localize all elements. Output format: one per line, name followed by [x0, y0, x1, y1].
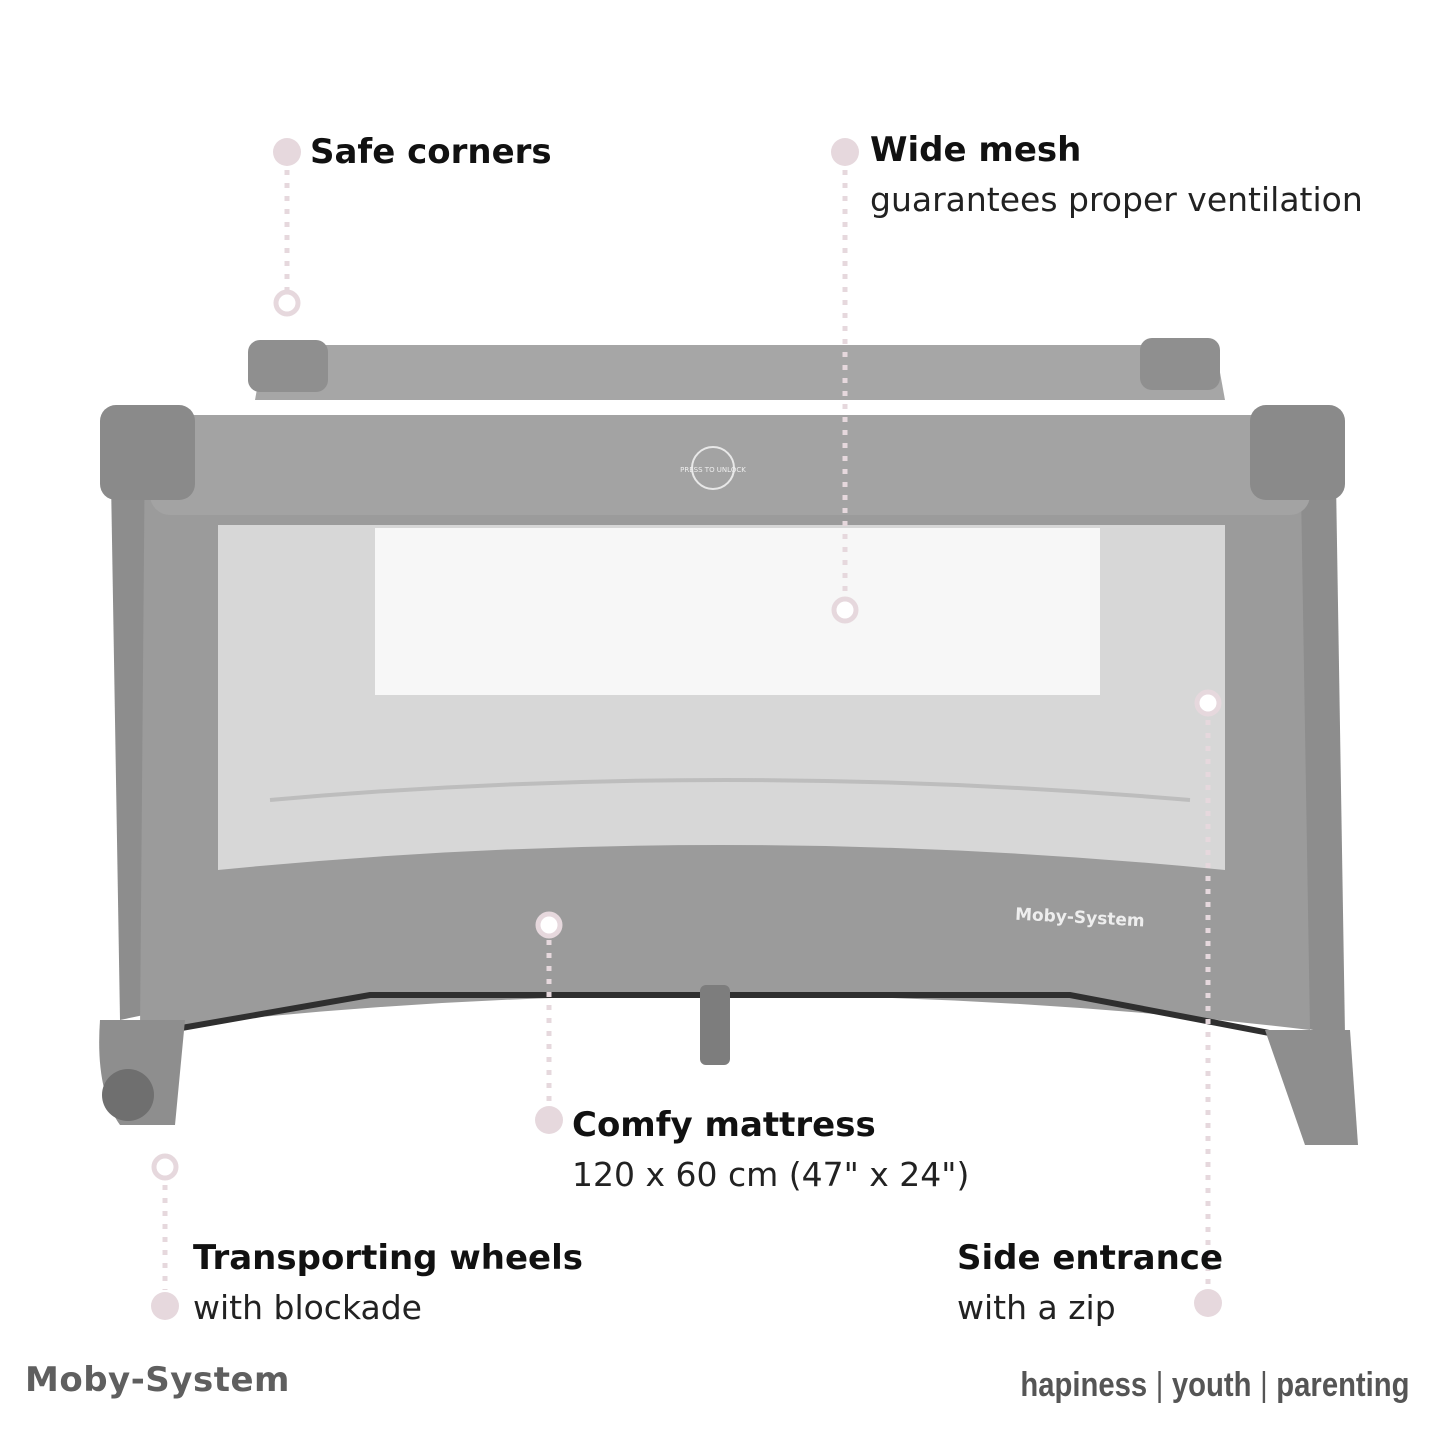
side-entrance-dot — [1194, 1289, 1222, 1317]
tagline-word: parenting — [1276, 1366, 1410, 1404]
wide-mesh-subtitle: guarantees proper ventilation — [870, 180, 1363, 219]
safe-corners-title: Safe corners — [310, 132, 552, 172]
wheel-icon — [102, 1069, 154, 1121]
comfy-mattress-ring — [535, 911, 563, 939]
side-entrance-subtitle: with a zip — [957, 1288, 1116, 1327]
brand-logo: Moby-System — [25, 1360, 290, 1400]
wide-mesh-dot — [831, 138, 859, 166]
comfy-mattress-subtitle: 120 x 60 cm (47" x 24") — [572, 1155, 970, 1194]
comfy-mattress-title: Comfy mattress — [572, 1105, 876, 1145]
tagline-separator: | — [1156, 1366, 1164, 1404]
front-top-rail — [150, 415, 1310, 515]
tagline-separator: | — [1260, 1366, 1269, 1404]
back-left-corner — [248, 340, 328, 392]
wheels-ring — [151, 1153, 179, 1181]
front-left-corner — [100, 405, 195, 500]
wide-mesh-ring — [831, 596, 859, 624]
transporting-wheels-title: Transporting wheels — [193, 1238, 583, 1278]
press-to-unlock-icon — [691, 446, 735, 490]
wheels-dot — [151, 1292, 179, 1320]
back-right-corner — [1140, 338, 1220, 390]
svg-text:PRESS TO UNLOCK: PRESS TO UNLOCK — [680, 466, 746, 474]
wide-mesh-title: Wide mesh — [870, 130, 1082, 170]
side-entrance-title: Side entrance — [957, 1238, 1224, 1278]
comfy-mattress-dot — [535, 1106, 563, 1134]
leg-right — [1265, 1030, 1358, 1145]
side-entrance-ring — [1194, 689, 1222, 717]
front-right-corner — [1250, 405, 1345, 500]
safe-corners-ring — [273, 289, 301, 317]
brand-tagline: hapiness|youth|parenting — [1021, 1366, 1410, 1405]
transporting-wheels-subtitle: with blockade — [193, 1288, 422, 1327]
tagline-word: hapiness — [1020, 1366, 1148, 1404]
safe-corners-dot — [273, 138, 301, 166]
tagline-word: youth — [1172, 1366, 1252, 1404]
